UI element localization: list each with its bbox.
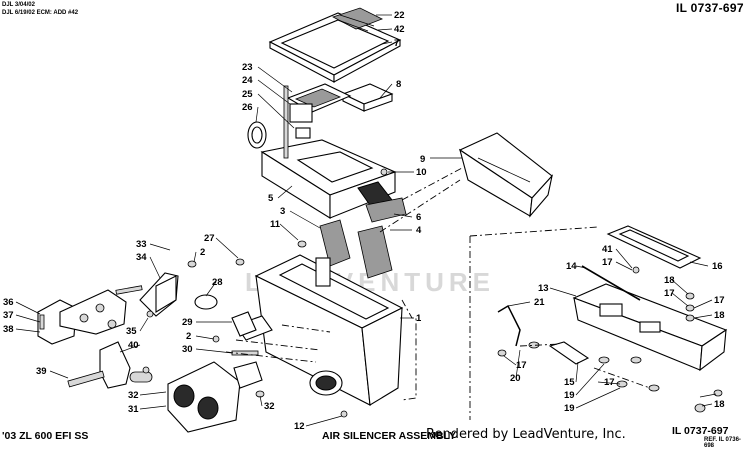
callout-15: 15 — [564, 377, 575, 388]
callout-34: 34 — [136, 252, 147, 263]
callout-24: 24 — [242, 75, 253, 86]
retaining-rod — [581, 265, 641, 301]
callout-19-b: 19 — [564, 403, 575, 414]
callout-35: 35 — [126, 326, 137, 337]
model-title: '03 ZL 600 EFI SS — [2, 430, 89, 442]
callout-18-a: 18 — [664, 275, 675, 286]
intake-hood — [458, 132, 553, 218]
callout-13: 13 — [538, 283, 549, 294]
callout-32-right: 32 — [264, 401, 275, 412]
strap-15 — [548, 341, 590, 365]
callout-40: 40 — [128, 340, 139, 351]
callout-37: 37 — [3, 310, 14, 321]
callout-12: 12 — [294, 421, 305, 432]
grommet-block — [231, 311, 257, 337]
leader-lines — [15, 14, 717, 427]
gasket — [247, 121, 267, 149]
callout-17-e: 17 — [604, 377, 615, 388]
callout-28: 28 — [212, 277, 223, 288]
callout-17-a: 17 — [602, 257, 613, 268]
callout-1: 1 — [416, 313, 422, 324]
callout-33: 33 — [136, 239, 147, 250]
revision-note-2: DJL 6/19/02 ECM: ADD #42 — [2, 10, 79, 16]
mount-bracket — [139, 272, 179, 317]
callout-17-b: 17 — [664, 288, 675, 299]
callout-42: 42 — [394, 24, 405, 35]
filter-element — [341, 83, 394, 112]
revision-note-1: DJL 3/04/02 — [2, 2, 35, 8]
wire-clip — [497, 304, 521, 347]
callout-31: 31 — [128, 404, 139, 415]
callout-30: 30 — [182, 344, 193, 355]
filter-cover — [268, 7, 402, 83]
outlet-duct — [572, 283, 728, 372]
hose-clamp — [194, 294, 218, 310]
boundary-lines — [225, 167, 651, 420]
callout-23: 23 — [242, 62, 253, 73]
callout-labels: 22 42 7 23 8 24 25 26 9 10 5 3 6 11 4 27… — [3, 10, 725, 432]
callout-25: 25 — [242, 89, 253, 100]
callout-38: 38 — [3, 324, 14, 335]
callout-20: 20 — [510, 373, 521, 384]
callout-2-upper: 2 — [200, 247, 205, 258]
callout-10: 10 — [416, 167, 427, 178]
callout-41: 41 — [602, 244, 613, 255]
illustration-id-bottom: IL 0737-697 — [672, 425, 729, 437]
duct-plate — [606, 225, 702, 269]
rendered-by: Rendered by LeadVenture, Inc. — [426, 427, 626, 442]
decal-plate — [286, 83, 352, 139]
callout-21: 21 — [534, 297, 545, 308]
callout-22: 22 — [394, 10, 405, 21]
sensor-module — [37, 289, 127, 345]
callout-3: 3 — [280, 206, 285, 217]
callout-32-left: 32 — [128, 390, 139, 401]
washers — [142, 168, 723, 418]
silencer-box — [235, 254, 404, 406]
callout-19-a: 19 — [564, 390, 575, 401]
callout-27: 27 — [204, 233, 215, 244]
callout-26: 26 — [242, 102, 253, 113]
callout-2-lower: 2 — [186, 331, 191, 342]
callout-7: 7 — [394, 38, 399, 49]
assembly-title: AIR SILENCER ASSEMBLY — [322, 430, 456, 442]
nut-41 — [632, 266, 640, 274]
fitting-assembly — [67, 341, 153, 389]
callout-5: 5 — [268, 193, 274, 204]
callout-14: 14 — [566, 261, 577, 272]
callout-17-d: 17 — [516, 360, 527, 371]
callout-6: 6 — [416, 212, 421, 223]
bolts — [39, 85, 289, 356]
callout-17-c: 17 — [714, 295, 725, 306]
callout-11: 11 — [270, 219, 281, 230]
callout-16: 16 — [712, 261, 723, 272]
callout-9: 9 — [420, 154, 425, 165]
intake-bellows — [167, 361, 263, 433]
callout-8: 8 — [396, 79, 401, 90]
callout-39: 39 — [36, 366, 47, 377]
illustration-id-top: IL 0737-697 — [676, 1, 744, 15]
callout-18-c: 18 — [714, 399, 725, 410]
callout-29: 29 — [182, 317, 193, 328]
callout-4: 4 — [416, 225, 422, 236]
foam-pads — [319, 197, 407, 279]
reference-id: REF. IL 0736-698 — [704, 437, 741, 449]
callout-18-b: 18 — [714, 310, 725, 321]
callout-36: 36 — [3, 297, 14, 308]
